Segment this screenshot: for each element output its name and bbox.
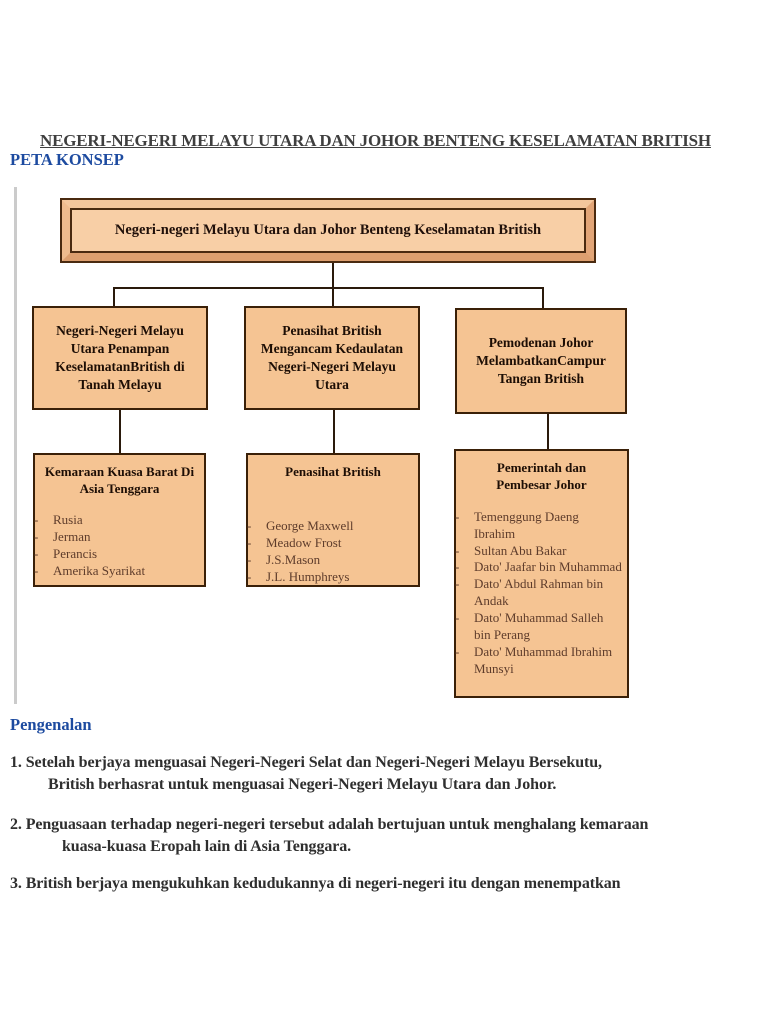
dash-bullet: -	[34, 546, 39, 562]
list-item: - George Maxwell	[247, 517, 414, 534]
branch-box-pemodenan: Pemodenan Johor MelambatkanCampur Tangan…	[455, 308, 627, 414]
list-item: - J.S.Mason	[247, 551, 414, 568]
list-item: - Dato' Abdul Rahman bin Andak	[455, 576, 623, 610]
leaf-list: - George Maxwell - Meadow Frost - J.S.Ma…	[247, 517, 418, 586]
dash-bullet: -	[247, 535, 252, 551]
list-item: - Temenggung Daeng Ibrahim	[455, 508, 623, 543]
list-item-text: Jerman	[53, 528, 91, 544]
dash-bullet: -	[247, 552, 252, 568]
pengenalan-heading: Pengenalan	[10, 715, 92, 734]
list-item: - Perancis	[34, 545, 200, 562]
list-item-text: Amerika Syarikat	[53, 563, 146, 579]
list-item: - Amerika Syarikat	[34, 562, 200, 579]
dash-bullet: -	[455, 643, 460, 659]
paragraph-1-line-1: 1. Setelah berjaya menguasai Negeri-Nege…	[10, 754, 602, 771]
dash-bullet: -	[455, 508, 460, 524]
peta-konsep-heading: PETA KONSEP	[10, 150, 124, 169]
list-item: - Rusia	[34, 511, 200, 528]
list-item-text: George Maxwell	[266, 517, 354, 533]
paragraph-3-line-1: 3. British berjaya mengukuhkan kedudukan…	[10, 875, 621, 892]
leaf-box-title: Pemerintah dan Pembesar Johor	[496, 460, 587, 492]
list-item-text: Dato' Abdul Rahman bin Andak	[474, 576, 604, 609]
dash-bullet: -	[455, 559, 460, 575]
dash-bullet: -	[455, 576, 460, 592]
list-item-text: Temenggung Daeng Ibrahim	[474, 508, 579, 541]
paragraph-2-line-1: 2. Penguasaan terhadap negeri-negeri ter…	[10, 816, 649, 833]
leaf-list: - Rusia - Jerman - Perancis - Amerika Sy…	[34, 511, 204, 580]
dash-bullet: -	[455, 542, 460, 558]
root-box-label: Negeri-negeri Melayu Utara dan Johor Ben…	[70, 208, 586, 253]
dash-bullet: -	[247, 517, 252, 533]
list-item-text: Perancis	[53, 546, 98, 562]
list-item-text: Rusia	[53, 511, 83, 527]
dash-bullet: -	[34, 511, 39, 527]
leaf-box-kuasa-barat: Kemaraan Kuasa Barat Di Asia Tenggara - …	[33, 453, 206, 587]
list-item-text: Dato' Muhammad Ibrahim Munsyi	[474, 643, 613, 676]
leaf-box-penasihat-british: Penasihat British - George Maxwell - Mea…	[246, 453, 420, 587]
dash-bullet: -	[34, 563, 39, 579]
branch-box-penasihat: Penasihat British Mengancam Kedaulatan N…	[244, 306, 420, 410]
leaf-box-title: Kemaraan Kuasa Barat Di Asia Tenggara	[44, 464, 195, 496]
paragraph-2-line-2: kuasa-kuasa Eropah lain di Asia Tenggara…	[62, 838, 352, 855]
list-item-text: Dato' Muhammad Salleh bin Perang	[474, 610, 604, 643]
document-title: NEGERI-NEGERI MELAYU UTARA DAN JOHOR BEN…	[40, 131, 711, 150]
list-item: - Dato' Jaafar bin Muhammad	[455, 559, 623, 576]
leaf-box-title: Penasihat British	[285, 464, 381, 479]
dash-bullet: -	[455, 610, 460, 626]
list-item: - Dato' Muhammad Salleh bin Perang	[455, 610, 623, 644]
list-item-text: J.S.Mason	[266, 552, 321, 568]
list-item: - Dato' Muhammad Ibrahim Munsyi	[455, 643, 623, 678]
dash-bullet: -	[34, 528, 39, 544]
list-item-text: Sultan Abu Bakar	[474, 542, 567, 558]
concept-root-box: Negeri-negeri Melayu Utara dan Johor Ben…	[60, 198, 596, 263]
branch-box-penampan: Negeri-Negeri Melayu Utara Penampan Kese…	[32, 306, 208, 410]
paragraph-1-line-2: British berhasrat untuk menguasai Negeri…	[48, 776, 557, 793]
list-item: - Sultan Abu Bakar	[455, 542, 623, 560]
root-box-bevel: Negeri-negeri Melayu Utara dan Johor Ben…	[62, 200, 594, 261]
list-item: - Meadow Frost	[247, 534, 414, 551]
page-frame-line	[14, 187, 17, 704]
leaf-list: - Temenggung Daeng Ibrahim - Sultan Abu …	[455, 508, 627, 678]
list-item: - J.L. Humphreys	[247, 568, 414, 585]
list-item-text: J.L. Humphreys	[266, 569, 350, 585]
list-item: - Jerman	[34, 528, 200, 545]
list-item-text: Dato' Jaafar bin Muhammad	[474, 559, 622, 575]
leaf-box-pemerintah-johor: Pemerintah dan Pembesar Johor - Temenggu…	[454, 449, 629, 698]
dash-bullet: -	[247, 569, 252, 585]
list-item-text: Meadow Frost	[266, 535, 342, 551]
